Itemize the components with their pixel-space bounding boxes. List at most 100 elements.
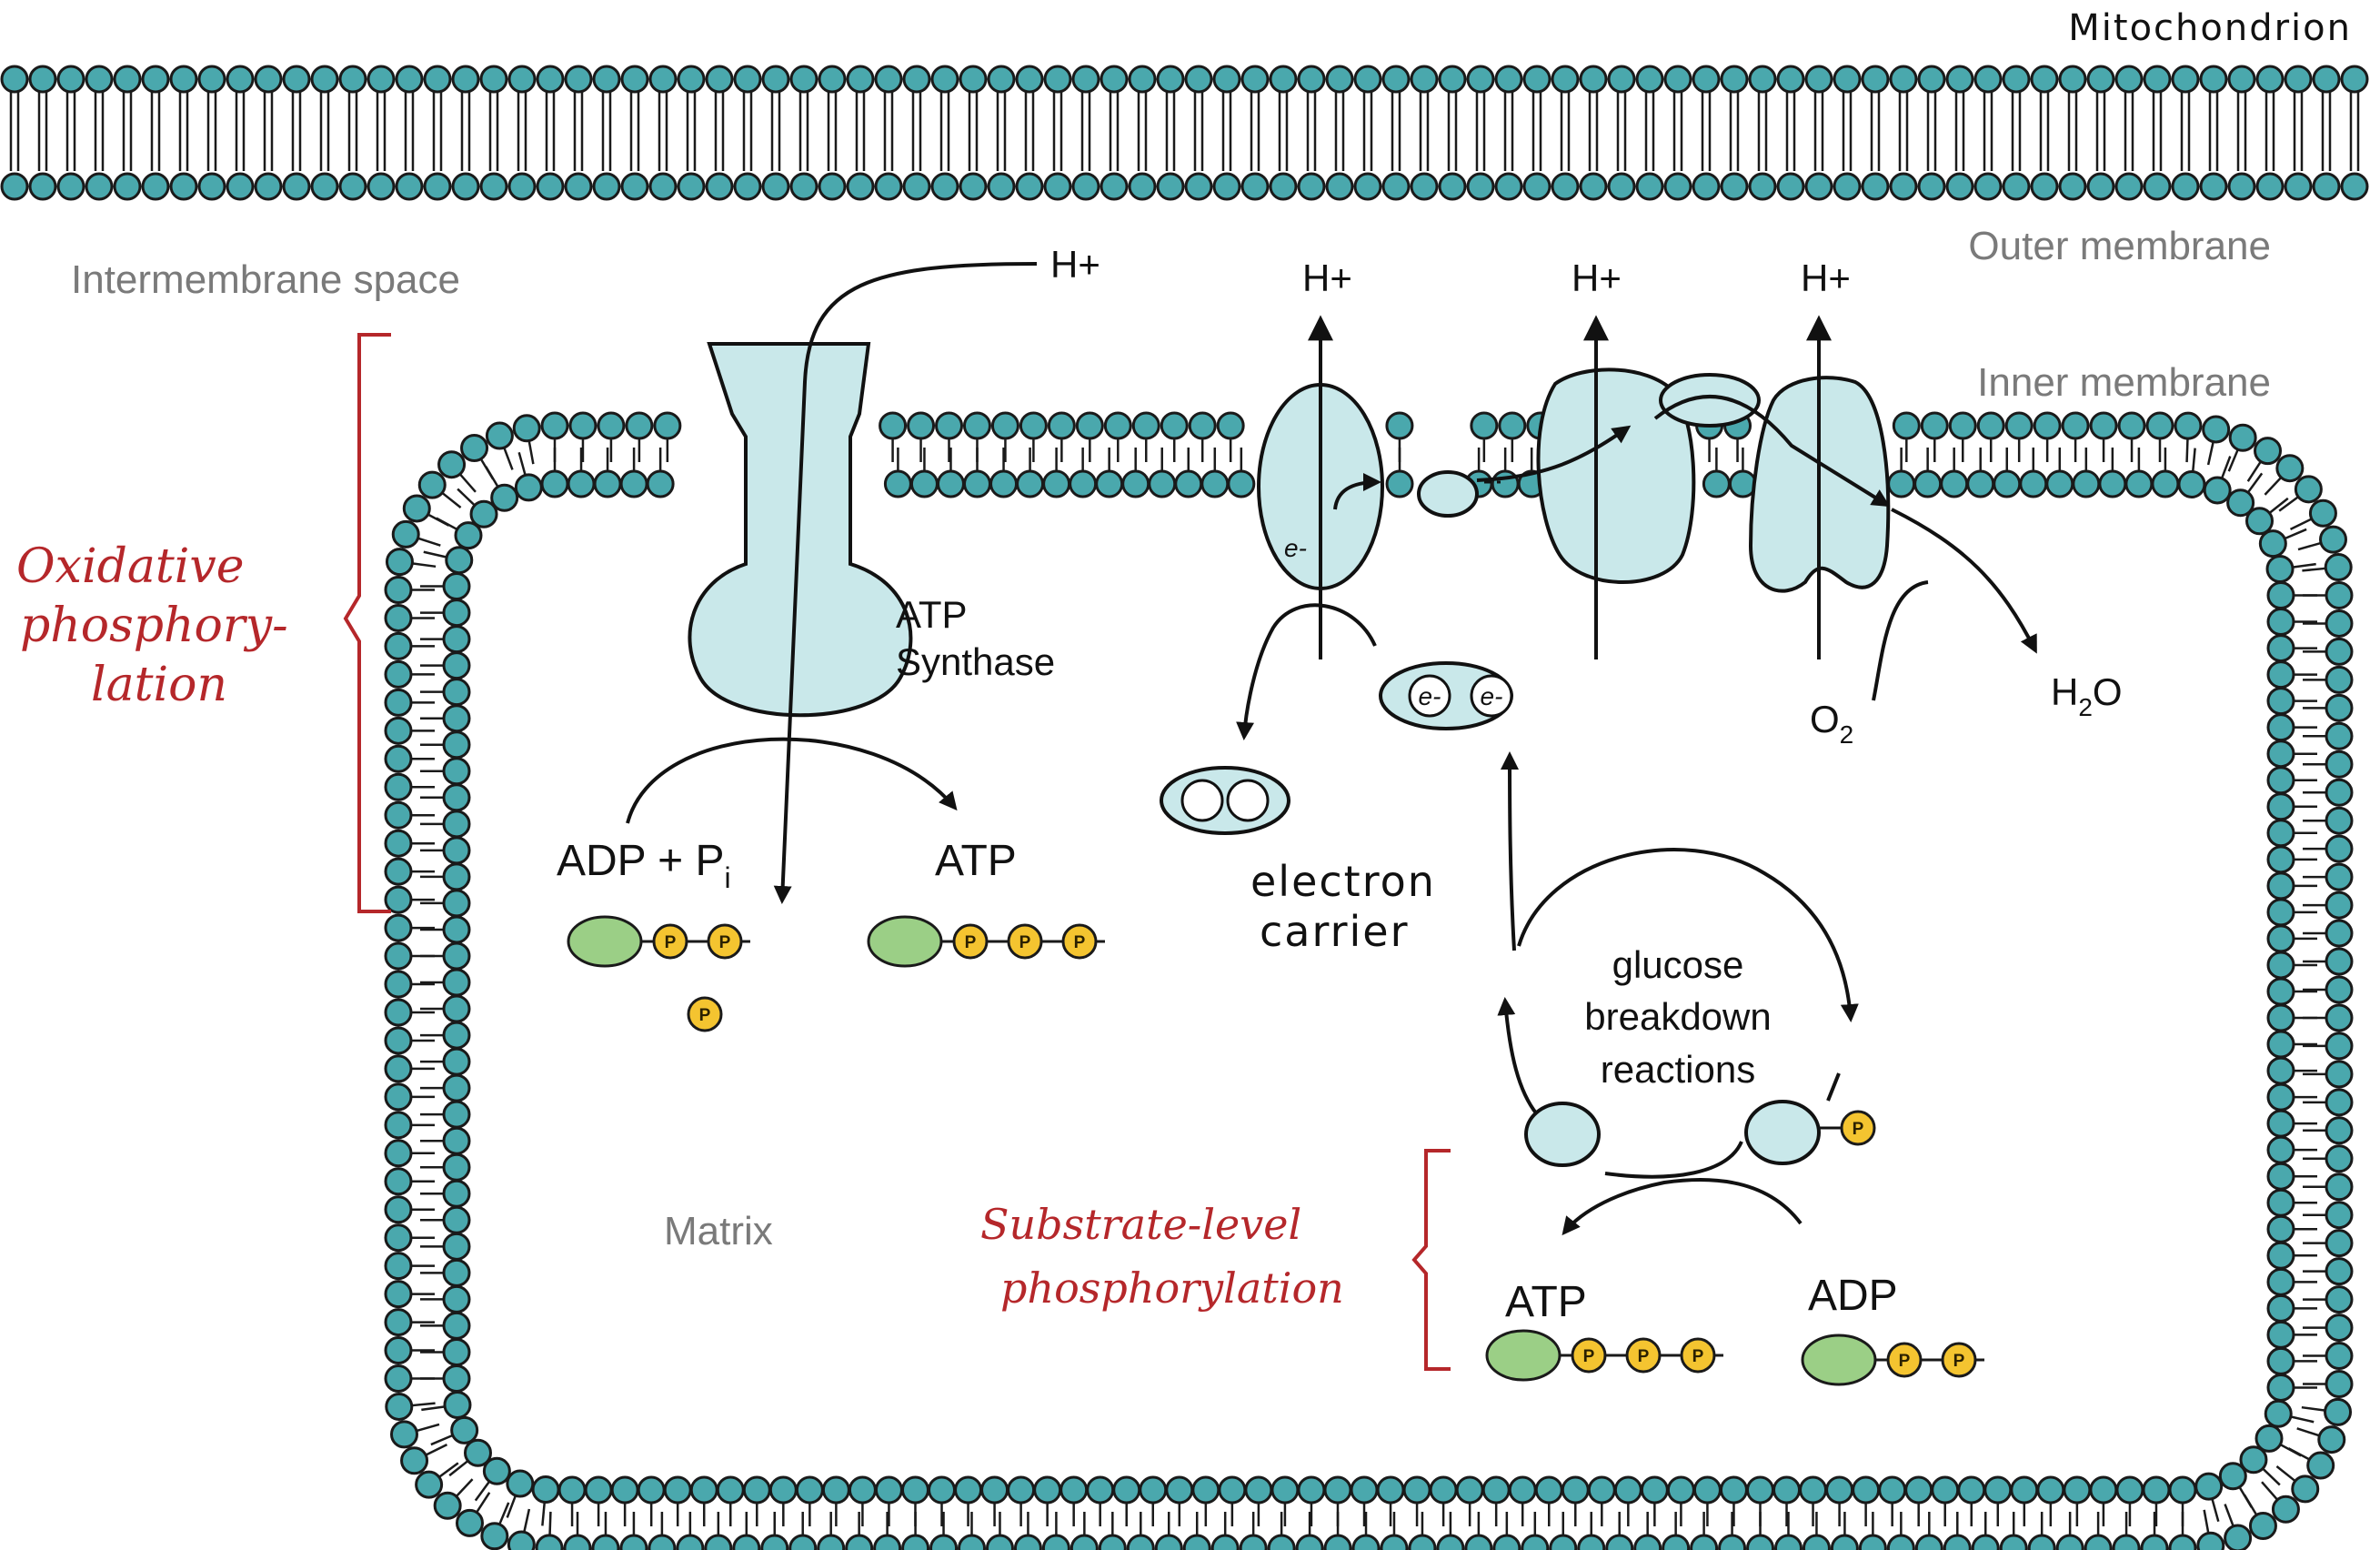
phospholipid xyxy=(883,448,912,498)
phospholipid xyxy=(384,1111,435,1140)
phospholipid xyxy=(1551,65,1580,201)
cytochrome-c xyxy=(1659,373,1761,428)
phospholipid xyxy=(1156,65,1185,201)
phospholipid xyxy=(1830,1512,1859,1550)
phosphate-letter: P xyxy=(1899,1352,1911,1371)
phospholipid xyxy=(1728,448,1757,498)
phospholipid xyxy=(2284,65,2313,201)
phospholipid xyxy=(1325,65,1354,201)
carrier-release-arrow xyxy=(1236,603,1377,740)
phospholipid xyxy=(282,65,311,201)
phospholipid xyxy=(1663,65,1692,201)
phospholipid xyxy=(1098,1512,1127,1550)
phospholipid xyxy=(1886,1512,1915,1550)
phospholipid xyxy=(384,998,435,1027)
phospholipid xyxy=(1188,411,1217,462)
phospholipid xyxy=(1508,1475,1537,1526)
phospholipid xyxy=(1633,1512,1662,1550)
phospholipid xyxy=(1464,1512,1493,1550)
phospholipid xyxy=(2303,609,2354,638)
phospholipid xyxy=(2246,437,2283,482)
phospholipid xyxy=(2264,454,2305,496)
phospholipid xyxy=(451,65,480,201)
phospholipid xyxy=(2266,1373,2317,1402)
phospholipid xyxy=(2010,1475,2039,1526)
phospholipid xyxy=(2266,1241,2317,1270)
phospholipid xyxy=(420,1337,471,1366)
phospholipid xyxy=(384,1054,435,1083)
phospholipid xyxy=(1498,411,1527,462)
phospholipid xyxy=(990,411,1019,462)
phospholipid xyxy=(2033,411,2062,462)
phosphate-letter: P xyxy=(965,933,977,952)
phospholipid xyxy=(1210,1512,1240,1550)
phospholipid xyxy=(2266,819,2317,848)
carrier-load-arrow xyxy=(1501,751,1520,951)
phospholipid xyxy=(420,836,471,865)
water-h: H xyxy=(2051,670,2078,713)
substrate-atp-label: ATP xyxy=(1505,1278,1587,1326)
phospholipid xyxy=(1804,65,1833,201)
mobile-carrier xyxy=(1417,470,1479,518)
phosphate-group xyxy=(707,923,743,960)
free-phosphate: P xyxy=(687,996,723,1032)
phosphate-group xyxy=(1680,1337,1716,1374)
phospholipid xyxy=(2168,1475,2197,1526)
phospholipid xyxy=(1297,65,1326,201)
phospholipid xyxy=(2203,456,2232,505)
phospholipid xyxy=(1184,65,1213,201)
substrate-bracket xyxy=(1411,1149,1451,1371)
phospholipid xyxy=(485,466,519,512)
phospholipid xyxy=(1913,448,1943,498)
phospholipid xyxy=(1931,1475,1960,1526)
phospholipid xyxy=(2266,1162,2317,1191)
phospholipid xyxy=(2266,1030,2317,1059)
phospholipid xyxy=(846,65,875,201)
phospholipid xyxy=(646,448,675,498)
phospholipid xyxy=(1892,411,1921,462)
phospholipid xyxy=(2303,1342,2354,1371)
phospholipid xyxy=(2278,475,2323,512)
phospholipid xyxy=(367,65,396,201)
phospholipid xyxy=(732,1512,761,1550)
phospholipid xyxy=(1436,1512,1465,1550)
phospholipid xyxy=(637,1475,666,1526)
phospholipid xyxy=(420,572,471,601)
inner-membrane-label: Inner membrane xyxy=(1977,360,2271,405)
phospholipid xyxy=(2301,1397,2353,1426)
phospholipid xyxy=(2266,713,2317,742)
phospholipid xyxy=(1971,1512,2000,1550)
phospholipid xyxy=(2112,1512,2141,1550)
phospholipid xyxy=(1019,411,1048,462)
phospholipid xyxy=(1013,1512,1042,1550)
phospholipid xyxy=(2266,1109,2317,1138)
adp-pi-text: ADP + P xyxy=(557,837,725,885)
phospholipid xyxy=(384,659,435,689)
phospholipid xyxy=(384,885,435,914)
phospholipid xyxy=(874,1475,903,1526)
phospholipid xyxy=(384,1280,435,1309)
phospholipid xyxy=(56,65,85,201)
phospholipid xyxy=(457,488,498,528)
phospholipid xyxy=(873,1512,902,1550)
phospholipid xyxy=(2266,1056,2317,1085)
phospholipid xyxy=(2218,1462,2253,1508)
phospholipid xyxy=(384,744,435,773)
phospholipid xyxy=(384,1167,435,1196)
phospholipid xyxy=(2030,65,2059,201)
cycle-arrow-left xyxy=(1497,997,1539,1116)
phospholipid xyxy=(1182,1512,1211,1550)
phospholipid xyxy=(420,1179,471,1208)
phospholipid xyxy=(1071,65,1100,201)
phospholipid xyxy=(420,915,471,944)
atp-synthase-label-2: Synthase xyxy=(896,640,1055,683)
phospholipid xyxy=(1121,448,1150,498)
phospholipid xyxy=(1353,65,1382,201)
phospholipid xyxy=(384,829,435,858)
phospholipid xyxy=(760,1512,789,1550)
phospholipid xyxy=(420,1073,471,1102)
svg-text:P: P xyxy=(1853,1120,1864,1139)
phospholipid xyxy=(2117,411,2146,462)
phospholipid xyxy=(1227,448,1256,498)
